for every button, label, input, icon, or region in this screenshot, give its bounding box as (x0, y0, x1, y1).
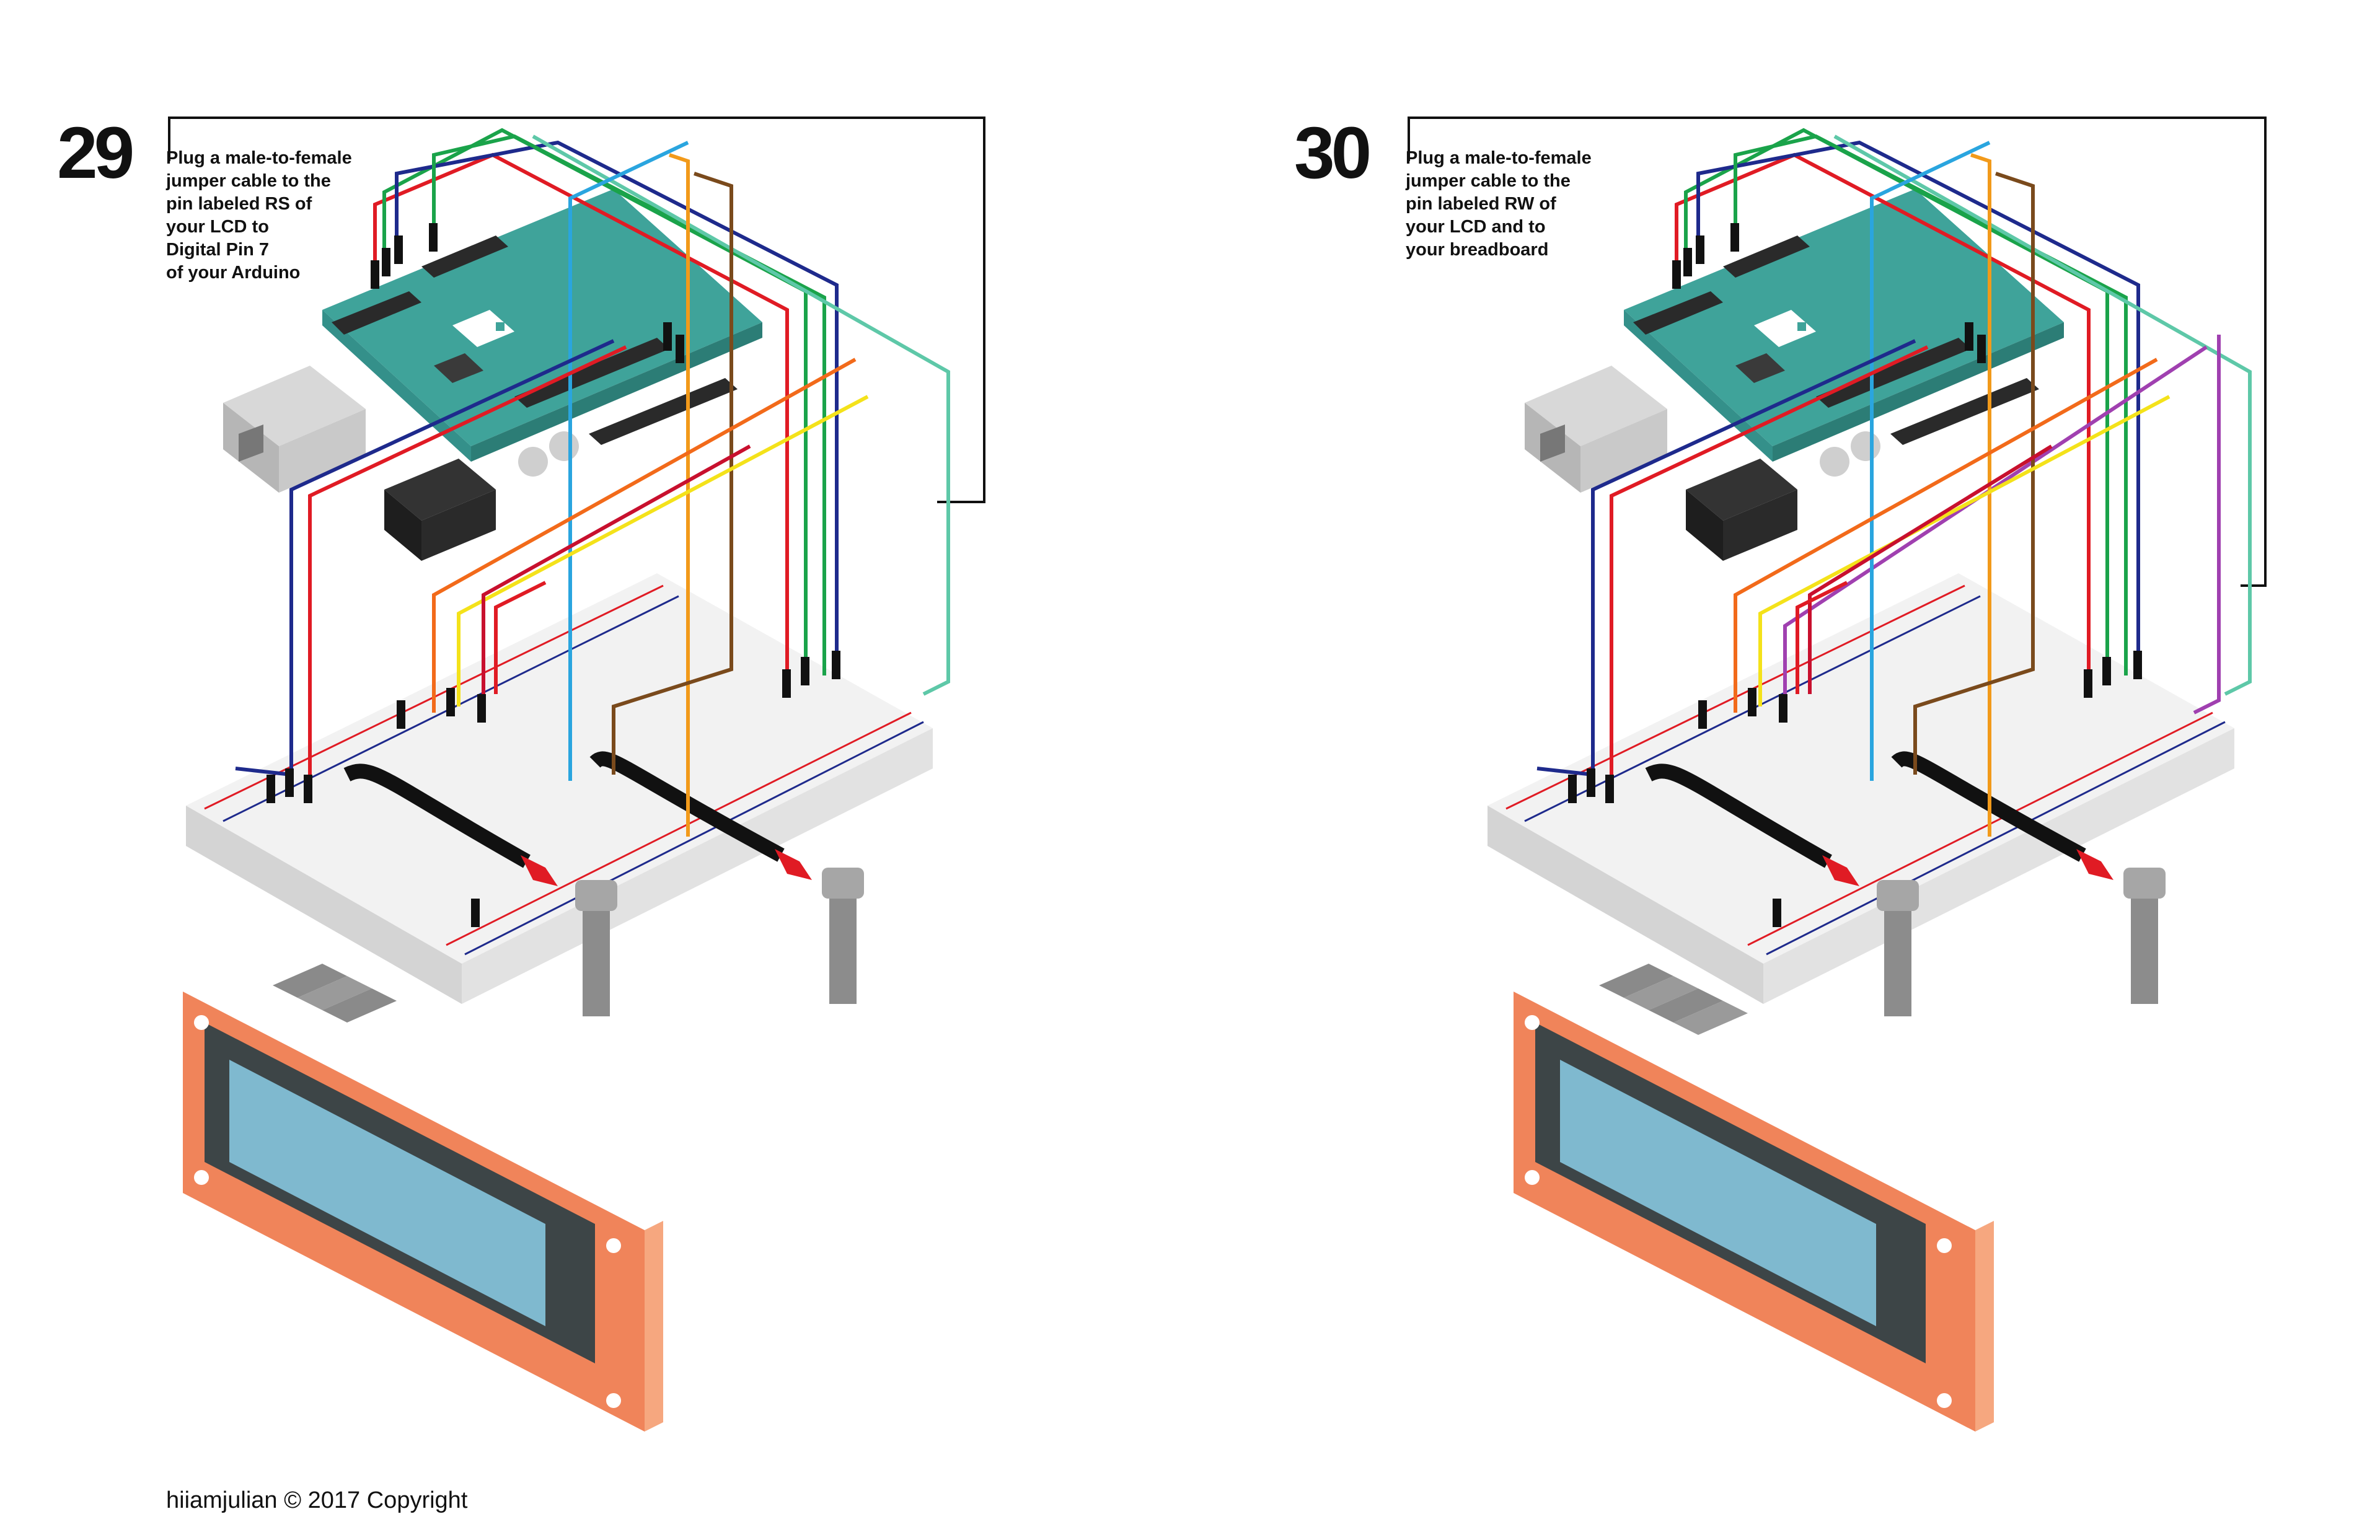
bolt (1877, 880, 1919, 1016)
wire-orange (1970, 153, 1991, 837)
wire-purple (2193, 335, 2221, 715)
bolt (822, 868, 864, 1004)
wire-green2 (1734, 134, 2128, 675)
wire-red3 (494, 581, 547, 694)
wire-brown (612, 172, 733, 775)
circuit-illustration (1408, 117, 2267, 1432)
jumper-wires (235, 128, 950, 837)
breadboard (186, 573, 933, 1004)
wire-teal (532, 134, 950, 696)
wire-blue2 (1536, 339, 1916, 777)
wire-brown (1913, 172, 2035, 775)
instruction-line: of your Arduino (166, 263, 301, 283)
step-panel-29: 29 Plug a male-to-female jumper cable to… (57, 112, 985, 1432)
sensor-cable-tip (1822, 855, 1859, 886)
sensor-cable (589, 751, 785, 862)
black-wire (168, 117, 985, 503)
wire-blue2 (235, 339, 615, 777)
jumper-pins (1568, 223, 2142, 927)
copyright-footer: hiiamjulian © 2017 Copyright (166, 1487, 468, 1513)
instruction-line: Digital Pin 7 (166, 240, 269, 260)
lcd-module (183, 992, 663, 1432)
wire-orange2 (432, 358, 857, 713)
step-instruction: Plug a male-to-female jumper cable to th… (1406, 147, 1654, 262)
instruction-line: your breadboard (1406, 240, 1549, 260)
instruction-line: jumper cable to the (166, 171, 331, 191)
wire-cyan (568, 141, 689, 781)
sensor-cable (343, 763, 531, 868)
capacitor (549, 431, 579, 461)
wire-yellow (457, 395, 869, 706)
sensor-cable (1891, 751, 2086, 862)
jumper-pins (267, 223, 840, 927)
bolt (575, 880, 617, 1016)
step-number: 30 (1294, 112, 1372, 194)
usb-connector (223, 366, 366, 493)
wire-orange2 (1734, 358, 2158, 713)
power-jack (384, 459, 496, 561)
instruction-line: pin labeled RS of (166, 194, 312, 214)
wire-orange (669, 153, 690, 837)
circuit-illustration (168, 117, 985, 1432)
instruction-line: Plug a male-to-female (1406, 148, 1592, 168)
instruction-line: Plug a male-to-female (166, 148, 352, 168)
wire-yellow (1758, 395, 2171, 706)
wire-red2 (1610, 345, 1929, 781)
capacitor (518, 447, 548, 477)
instruction-line: your LCD and to (1406, 217, 1546, 237)
usb-connector (1525, 366, 1667, 493)
step-number: 29 (57, 112, 134, 194)
wire-green (382, 128, 808, 669)
wire-green2 (432, 134, 826, 675)
lcd-connectors (273, 964, 397, 1023)
instruction-line: your LCD to (166, 217, 269, 237)
wire-darkred (1808, 444, 2053, 694)
wire-green (1684, 128, 2109, 669)
jumper-wires (1536, 128, 2252, 837)
wire-cyan (1870, 141, 1991, 781)
lcd-module (1514, 992, 1994, 1432)
step-instruction: Plug a male-to-female jumper cable to th… (166, 147, 414, 284)
instruction-line: jumper cable to the (1406, 171, 1571, 191)
capacitor (1851, 431, 1880, 461)
sensor-cable-tip (521, 855, 558, 886)
lcd-connectors (1599, 964, 1748, 1035)
bolt (2123, 868, 2166, 1004)
breadboard (1488, 573, 2234, 1004)
wire-darkred (482, 444, 751, 694)
sensor-cable-tip (2076, 849, 2113, 880)
instruction-line: pin labeled RW of (1406, 194, 1556, 214)
wire-teal (1833, 134, 2252, 696)
sensor-cable (1645, 763, 1832, 868)
capacitor (1820, 447, 1849, 477)
power-jack (1686, 459, 1797, 561)
sensor-cable-tip (775, 849, 812, 880)
wire-red2 (308, 345, 627, 781)
wire-red3 (1796, 581, 1848, 694)
wire-purple2 (1783, 345, 2208, 713)
step-panel-30: 30 Plug a male-to-female jumper cable to… (1190, 0, 2380, 1540)
black-wire (1408, 117, 2267, 587)
